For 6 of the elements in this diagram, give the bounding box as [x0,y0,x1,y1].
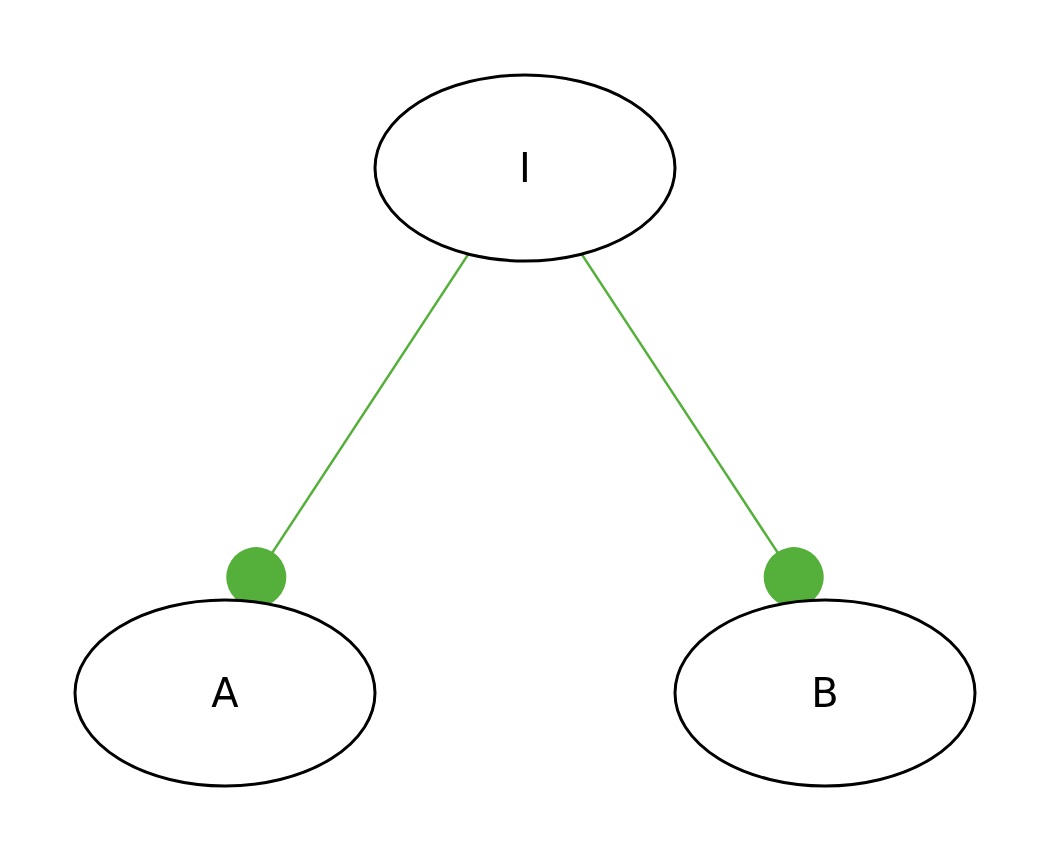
ellipse-node [73,598,377,788]
node-label: B [811,673,839,713]
node-label: A [211,673,239,713]
ellipse-node [673,598,977,788]
node-label: I [519,148,531,188]
ellipse-node [373,73,677,263]
